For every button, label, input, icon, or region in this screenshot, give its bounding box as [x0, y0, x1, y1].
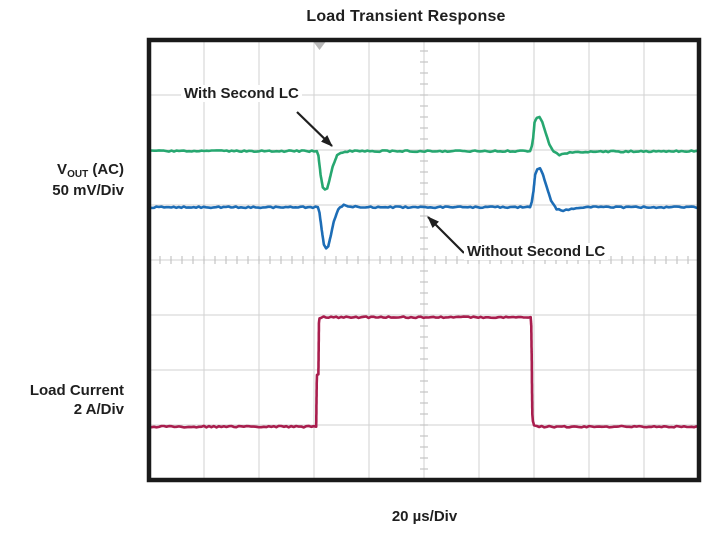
trace-without-second-lc: [147, 166, 701, 250]
trigger-marker-icon: [313, 42, 326, 50]
vout-channel-label: VOUT (AC) 50 mV/Div: [14, 160, 124, 200]
annotation-arrow-without-second-lc: [427, 216, 465, 254]
annotation-label-with-second-lc: With Second LC: [181, 85, 302, 102]
plot-border: [146, 37, 702, 483]
load-current-channel-label: Load Current 2 A/Div: [14, 381, 124, 419]
timebase-label: 20 µs/Div: [391, 508, 458, 525]
vout-channel-name: VOUT (AC): [57, 161, 124, 180]
vout-subscript: OUT: [67, 169, 89, 180]
load-current-scale: 2 A/Div: [73, 401, 124, 418]
annotation-arrow-with-second-lc: [296, 111, 333, 147]
chart-title: Load Transient Response: [306, 8, 506, 25]
load-current-name: Load Current: [29, 382, 124, 399]
trace-with-second-lc: [147, 115, 701, 191]
annotation-label-without-second-lc: Without Second LC: [464, 243, 609, 260]
trace-load-current: [147, 315, 701, 429]
vout-channel-scale: 50 mV/Div: [52, 182, 124, 199]
